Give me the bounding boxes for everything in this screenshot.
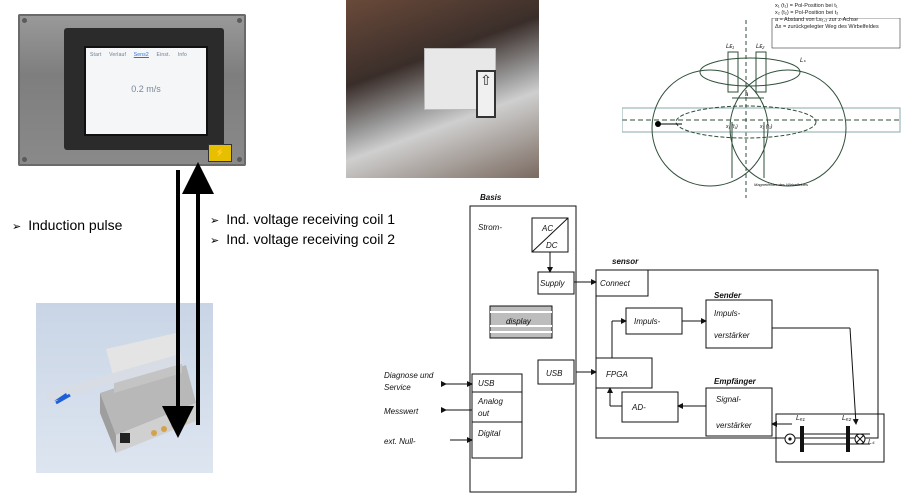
screen-nav: Start Verlauf Sens2 Einst. Info — [90, 52, 193, 58]
connect-label: Connect — [600, 279, 631, 288]
digital-block — [471, 421, 523, 459]
le2-label: Lᴇ₂ — [756, 44, 765, 50]
signal-v1-label: Signal- — [716, 395, 741, 404]
digital-label: Digital — [478, 429, 500, 438]
impuls-v1-label: Impuls- — [714, 309, 741, 318]
device-screen: Start Verlauf Sens2 Einst. Info 0.2 m/s — [84, 46, 208, 136]
screw-icon — [22, 157, 27, 162]
ext-null-label: ext. Null- — [384, 437, 416, 446]
usb-inner-label: USB — [546, 369, 563, 378]
field-circle-left — [651, 69, 769, 187]
analog-out-label: out — [478, 409, 490, 418]
induction-pulse-label: ➢Induction pulse — [12, 217, 123, 233]
display-block — [489, 305, 553, 339]
legend-box — [771, 18, 901, 49]
messwert-label: Messwert — [384, 407, 419, 416]
basis-block — [469, 205, 577, 493]
coil-le2 — [755, 51, 767, 93]
screen-tab-active: Sens2 — [133, 52, 149, 58]
dc-label: DC — [546, 241, 558, 250]
sensor-render — [36, 303, 213, 473]
empfaenger-title: Empfänger — [714, 377, 757, 386]
display-bezel: Start Verlauf Sens2 Einst. Info 0.2 m/s — [64, 28, 224, 150]
supply-label: Supply — [540, 279, 565, 288]
diag-label-2: Service — [384, 383, 411, 392]
signal-v2-label: verstärker — [716, 421, 752, 430]
impuls-verstaerker-block — [705, 299, 773, 349]
screen-tab: Einst. — [156, 52, 171, 58]
field-circle-right — [729, 69, 847, 187]
block-le1-label: Lₑ₁ — [796, 415, 806, 422]
block-diagram: Basis Strom- AC DC Supply display USB US… — [384, 193, 885, 493]
signal-arrows — [162, 162, 214, 438]
pipe-outline — [622, 107, 901, 133]
supply-block — [537, 271, 575, 295]
screw-icon — [237, 18, 242, 23]
screw-icon — [22, 18, 27, 23]
screw-icon — [237, 157, 242, 162]
x2-label: x₂ (t₂) — [759, 124, 773, 130]
sensor-title: sensor — [612, 257, 639, 266]
block-le2-label: Lₑ₂ — [842, 415, 852, 422]
le1-label: Lᴇ₁ — [726, 44, 734, 50]
coil-le2-symbol — [846, 426, 850, 452]
x1-label: x₁ (t₁) — [725, 124, 738, 130]
field-note: Magnetfelder des Wirbelfeldes — [754, 182, 808, 187]
impuls-label: Impuls- — [634, 317, 661, 326]
block-ls-label: Lₛ — [868, 439, 875, 446]
fpga-label: FPGA — [606, 370, 628, 379]
screen-value: 0.2 m/s — [131, 84, 161, 94]
ac-label: AC — [541, 224, 553, 233]
ls-label: Lₛ — [800, 58, 806, 64]
coil1-label: ➢Ind. voltage receiving coil 1 — [210, 211, 396, 227]
sender-title: Sender — [714, 291, 742, 300]
physics-diagram: Lᴇ₁ Lᴇ₂ Lₛ a x₁ (t₁) x₂ (t₂) Magnetfelde… — [622, 18, 901, 198]
screen-tab: Info — [177, 52, 187, 58]
device-photo: Start Verlauf Sens2 Einst. Info 0.2 m/s … — [18, 14, 246, 166]
coil-ellipse — [699, 57, 801, 87]
legend-line: x₁ (t₁) = Pol-Position bei t₁ — [775, 3, 838, 9]
display-label: display — [506, 317, 532, 326]
strom-label: Strom- — [478, 223, 502, 232]
pipe-photo: ⇧ — [346, 0, 539, 178]
coil-le1 — [727, 51, 739, 93]
coil-block — [775, 413, 885, 463]
signal-verstaerker-block — [705, 387, 773, 437]
legend-line: x₂ (t₂) = Pol-Position bei t₂ — [775, 10, 839, 16]
a-label: a — [745, 92, 749, 98]
coil-le1-symbol — [800, 426, 804, 452]
legend-line: Δx = zurückgelegter Weg des Wirbelfeldes — [775, 24, 879, 30]
warning-icon: ⚡ — [208, 144, 232, 162]
impuls-v2-label: verstärker — [714, 331, 750, 340]
up-arrow-icon: ⇧ — [476, 70, 496, 118]
usb-port-label: USB — [478, 379, 495, 388]
ad-label: AD- — [631, 403, 646, 412]
analog-label: Analog — [477, 397, 503, 406]
legend-line: a = Abstand von Lᴇ₁,₂ zur z-Achse — [775, 17, 858, 23]
physics-legend: x₁ (t₁) = Pol-Position bei t₁ x₂ (t₂) = … — [775, 3, 879, 31]
coil2-label: ➢Ind. voltage receiving coil 2 — [210, 231, 396, 247]
ad-block — [621, 391, 679, 423]
diag-label-1: Diagnose und — [384, 371, 434, 380]
basis-title: Basis — [480, 193, 502, 202]
screen-tab: Start — [90, 52, 102, 58]
sensor-block — [595, 269, 879, 439]
usb-inner-block — [537, 359, 575, 385]
vortex-ellipse — [675, 105, 817, 139]
screen-tab: Verlauf — [109, 52, 127, 58]
